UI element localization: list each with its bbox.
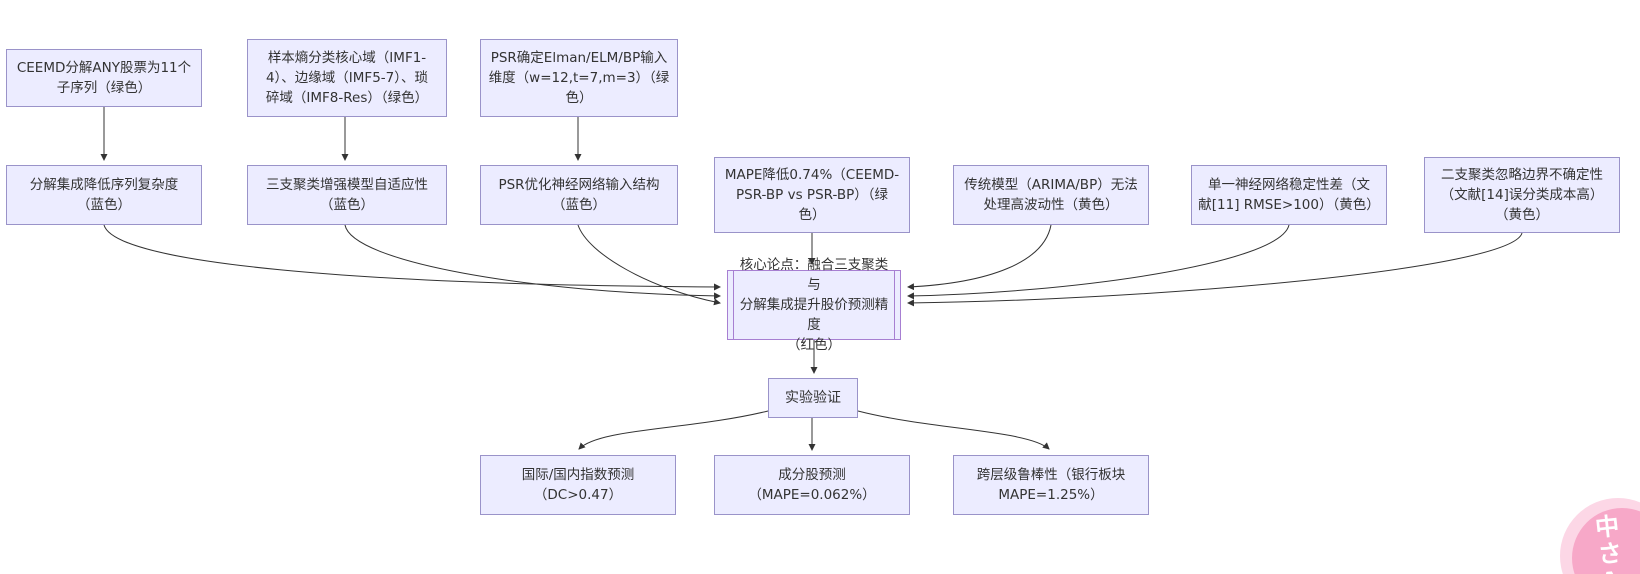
edge-r2c1-central: [103, 224, 721, 291]
node-cross-level-robustness: 跨层级鲁棒性（银行板块 MAPE=1.25%）: [953, 455, 1149, 515]
node-psr-optimizes-input-structure: PSR优化神经网络输入结构 （蓝色）: [480, 165, 678, 225]
node-constituent-stock-prediction: 成分股预测 （MAPE=0.062%）: [714, 455, 910, 515]
node-two-way-clustering-limitation: 二支聚类忽略边界不确定性 （文献[14]误分类成本高） （黄色）: [1424, 157, 1620, 233]
edge-experiment-b3: [857, 410, 1050, 450]
node-psr-input-dimension: PSR确定Elman/ELM/BP输入 维度（w=12,t=7,m=3）（绿 色…: [480, 39, 678, 117]
edge-r2c2-central: [344, 224, 721, 300]
node-index-prediction: 国际/国内指数预测 （DC>0.47）: [480, 455, 676, 515]
translate-icon-line1: 中: [1593, 511, 1621, 543]
node-decomposition-reduces-complexity: 分解集成降低序列复杂度 （蓝色）: [6, 165, 202, 225]
node-sample-entropy-classification: 样本熵分类核心域（IMF1- 4）、边缘域（IMF5-7）、琐 碎域（IMF8-…: [247, 39, 447, 117]
node-mape-reduction: MAPE降低0.74%（CEEMD- PSR-BP vs PSR-BP）（绿 色…: [714, 157, 910, 233]
node-traditional-model-limitation: 传统模型（ARIMA/BP）无法 处理高波动性（黄色）: [953, 165, 1149, 225]
node-experimental-validation: 实验验证: [768, 378, 858, 418]
node-single-nn-instability: 单一神经网络稳定性差（文 献[11] RMSE>100）（黄色）: [1191, 165, 1387, 225]
translate-icon-line2: さA: [1596, 538, 1624, 574]
node-ceemd-decomposition: CEEMD分解ANY股票为11个 子序列（绿色）: [6, 49, 202, 107]
translate-icon: 中 さA: [1594, 511, 1640, 574]
edge-experiment-b1: [578, 410, 769, 450]
edge-r2c3-central: [577, 224, 721, 306]
node-core-thesis: 核心论点：融合三支聚类与 分解集成提升股价预测精度 （红色）: [727, 257, 901, 353]
node-three-way-clustering-adaptivity: 三支聚类增强模型自适应性 （蓝色）: [247, 165, 447, 225]
edge-r2c7-central: [907, 232, 1523, 307]
edge-r2c5-central: [907, 224, 1052, 291]
edge-r2c6-central: [907, 224, 1290, 300]
